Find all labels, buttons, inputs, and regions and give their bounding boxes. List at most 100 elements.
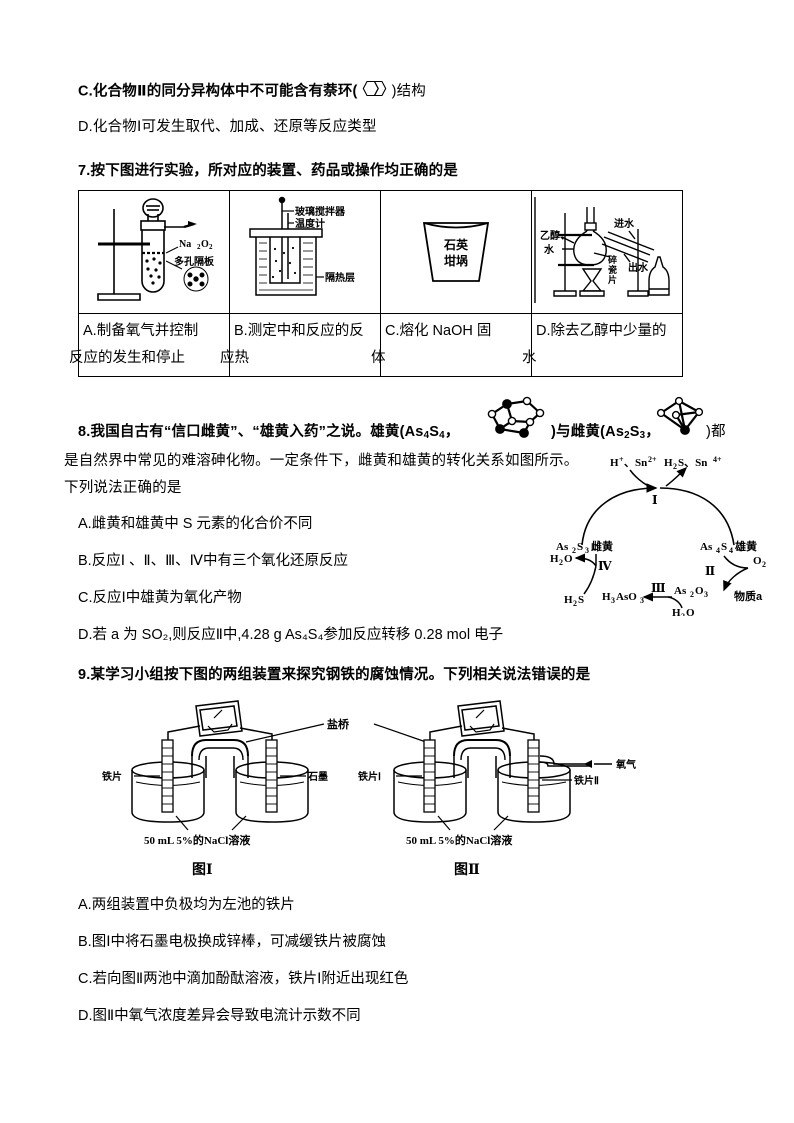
q9-corrosion-figure: 铁片 石墨 50 mL 5%的NaCl溶液 图Ⅰ 盐桥 — [96, 698, 656, 886]
q8-stem-line2: 是自然界中常见的难溶砷化物。一定条件下，雌黄和雄黄的转化关系如图所示。 — [64, 453, 579, 469]
svg-text:2: 2 — [690, 590, 694, 599]
svg-text:H: H — [550, 553, 559, 565]
svg-text:2: 2 — [681, 612, 685, 616]
q7-cell-d-figure: 乙醇、 水 进水 出水 碎 瓷 片 — [531, 190, 683, 314]
q9-option-d: D.图Ⅱ中氧气浓度差异会导致电流计示数不同 — [78, 1008, 361, 1024]
svg-text:2: 2 — [209, 243, 213, 251]
fig1-solution-label: 50 mL 5%的NaCl溶液 — [144, 833, 251, 847]
fig2-left-electrode-label: 铁片Ⅰ — [358, 770, 381, 783]
q9-stem: 9.某学习小组按下图的两组装置来探究钢铁的腐蚀情况。下列相关说法错误的是 — [78, 667, 591, 683]
q8-option-b: B.反应Ⅰ 、Ⅱ、Ⅲ、Ⅳ中有三个氧化还原反应 — [78, 553, 349, 569]
svg-text:O: O — [564, 553, 573, 565]
svg-text:、Sn: 、Sn — [624, 457, 647, 469]
svg-text:出水: 出水 — [628, 261, 649, 274]
svg-text:2+: 2+ — [648, 455, 657, 464]
q7-caption-b-line2: 应热 — [220, 350, 249, 366]
svg-text:碎: 碎 — [608, 254, 617, 265]
calorimeter-apparatus-icon: 玻璃搅拌器 温度计 隔热层 — [249, 196, 355, 296]
svg-text:+: + — [619, 455, 624, 464]
fig1-caption: 图Ⅰ — [192, 862, 213, 878]
q7-cell-c-caption: C.熔化 NaOH 固 体 — [371, 313, 532, 377]
q8-stem-line1-end: )都 — [706, 424, 726, 440]
distillation-apparatus-icon: 乙醇、 水 进水 出水 碎 瓷 片 — [534, 197, 670, 303]
svg-text:温度计: 温度计 — [295, 217, 325, 230]
svg-text:H: H — [610, 457, 619, 469]
q7-caption-d-line1: D.除去乙醇中少量的 — [536, 323, 667, 339]
svg-text:2: 2 — [559, 558, 563, 567]
q7-cell-c-figure: 石英 坩埚 — [380, 190, 532, 314]
svg-text:H: H — [672, 607, 681, 616]
svg-text:2: 2 — [673, 462, 677, 471]
q7-cell-b-caption: B.测定中和反应的反 应热 — [220, 313, 381, 377]
svg-text:As: As — [674, 585, 687, 597]
svg-text:O: O — [695, 585, 704, 597]
q7-cell-a-caption: A.制备氧气并控制 反应的发生和停止 — [69, 313, 230, 377]
svg-text:AsO: AsO — [616, 591, 637, 603]
svg-text:隔热层: 隔热层 — [325, 271, 355, 284]
as4s4-structure-icon — [482, 396, 552, 449]
svg-text:瓷: 瓷 — [608, 264, 617, 275]
q9-option-a: A.两组装置中负极均为左池的铁片 — [78, 897, 295, 913]
svg-text:Ⅲ: Ⅲ — [651, 581, 666, 595]
q6-option-d: D.化合物Ⅰ可发生取代、加成、还原等反应类型 — [78, 119, 377, 135]
svg-text:2: 2 — [573, 599, 577, 608]
q7-cell-b-figure: 玻璃搅拌器 温度计 隔热层 — [229, 190, 381, 314]
fig2-caption: 图Ⅱ — [454, 862, 480, 878]
svg-text:水: 水 — [543, 243, 555, 256]
svg-text:玻璃搅拌器: 玻璃搅拌器 — [295, 205, 346, 218]
salt-bridge-label: 盐桥 — [327, 717, 350, 731]
svg-text:Ⅱ: Ⅱ — [705, 564, 715, 578]
q8-option-d: D.若 a 为 SO₂,则反应Ⅱ中,4.28 g As₄S₄参加反应转移 0.2… — [78, 627, 504, 643]
q7-cell-a-figure: Na 2 O 2 多孔隔板 — [78, 190, 230, 314]
svg-text:H: H — [564, 594, 573, 606]
q7-apparatus-table: Na 2 O 2 多孔隔板 — [69, 190, 683, 377]
q7-stem: 7.按下图进行实验，所对应的装置、药品或操作均正确的是 — [78, 163, 458, 179]
q7-cell-d-caption: D.除去乙醇中少量的 水 — [522, 313, 683, 377]
svg-text:O: O — [753, 555, 762, 567]
svg-text:3: 3 — [640, 596, 644, 605]
table-row-figures: Na 2 O 2 多孔隔板 — [78, 190, 683, 314]
q7-caption-c-line2: 体 — [371, 350, 386, 366]
svg-text:S: S — [578, 594, 584, 606]
q8-option-a: A.雌黄和雄黄中 S 元素的化合价不同 — [78, 516, 313, 532]
fig1-right-electrode-label: 石墨 — [307, 771, 328, 783]
svg-text:3: 3 — [704, 590, 708, 599]
svg-text:S: S — [577, 541, 583, 553]
steel-corrosion-galvanic-cells-icon: 铁片 石墨 50 mL 5%的NaCl溶液 图Ⅰ 盐桥 — [102, 700, 636, 878]
svg-text:4: 4 — [729, 546, 733, 555]
svg-text:H: H — [664, 457, 673, 469]
svg-text:石英: 石英 — [443, 237, 469, 252]
fig2-oxygen-label: 氧气 — [615, 758, 636, 771]
svg-text:乙醇、: 乙醇、 — [540, 229, 570, 242]
svg-text:物质a: 物质a — [734, 589, 763, 603]
q7-caption-b-line1: B.测定中和反应的反 — [234, 323, 364, 339]
svg-text:4+: 4+ — [713, 455, 722, 464]
as2s3-structure-icon — [655, 396, 711, 449]
q7-caption-c-line1: C.熔化 NaOH 固 — [385, 323, 492, 339]
svg-text:2: 2 — [197, 243, 201, 251]
svg-text:O: O — [686, 607, 695, 616]
fig2-solution-label: 50 mL 5%的NaCl溶液 — [406, 833, 513, 847]
svg-text:Na: Na — [179, 239, 191, 250]
svg-text:4: 4 — [716, 546, 720, 555]
svg-text:2: 2 — [762, 560, 766, 569]
q9-option-b: B.图Ⅰ中将石墨电极换成锌棒，可减缓铁片被腐蚀 — [78, 934, 386, 950]
svg-text:坩埚: 坩埚 — [444, 253, 468, 268]
quartz-crucible-icon: 石英 坩埚 — [422, 222, 490, 282]
svg-text:S、Sn: S、Sn — [678, 457, 707, 469]
q7-caption-a-line1: A.制备氧气并控制 — [83, 323, 199, 339]
q8-stem-line1-mid: )与雌黄(As2S3， — [551, 424, 661, 442]
q8-stem-line3: 下列说法正确的是 — [64, 480, 182, 496]
oxygen-generator-apparatus-icon: Na 2 O 2 多孔隔板 — [97, 198, 215, 301]
svg-text:As: As — [556, 541, 569, 553]
svg-text:片: 片 — [608, 274, 617, 285]
svg-text:雄黄: 雄黄 — [734, 539, 757, 553]
q7-caption-a-line2: 反应的发生和停止 — [69, 350, 185, 366]
svg-text:Ⅰ: Ⅰ — [652, 493, 658, 507]
svg-text:3: 3 — [611, 596, 615, 605]
q9-option-c: C.若向图Ⅱ两池中滴加酚酞溶液，铁片Ⅰ附近出现红色 — [78, 971, 409, 987]
q8-stem-line1: 8.我国自古有“信口雌黄”、“雄黄入药”之说。雄黄(As4S4， — [78, 424, 460, 442]
